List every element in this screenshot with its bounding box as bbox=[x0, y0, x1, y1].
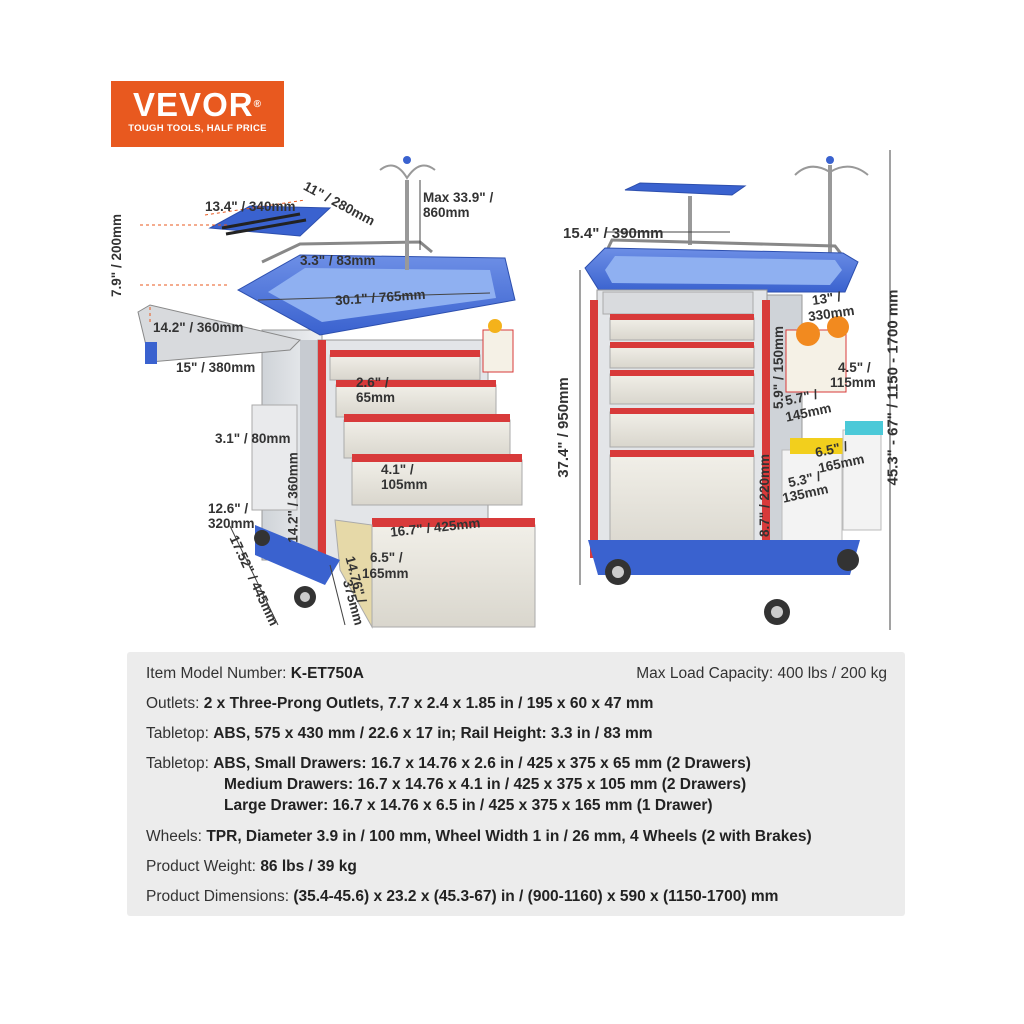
dim-shelf-width: 15" / 380mm bbox=[176, 360, 256, 375]
dim-bin-top: 3.1" / 80mm bbox=[215, 431, 291, 446]
spec-load: Max Load Capacity: 400 lbs / 200 kg bbox=[636, 665, 887, 682]
dim-medium-drawer-mm: 105mm bbox=[381, 477, 428, 492]
dim-right-tray: 15.4" / 390mm bbox=[563, 225, 664, 242]
dim-bin-width: 12.6" / bbox=[208, 501, 249, 516]
dim-small-drawer-mm: 65mm bbox=[356, 390, 396, 405]
left-dimension-lines bbox=[140, 180, 491, 626]
specs-panel: Item Model Number: K-ET750A Max Load Cap… bbox=[127, 652, 905, 916]
spec-outlets: Outlets: 2 x Three-Prong Outlets, 7.7 x … bbox=[146, 695, 654, 712]
dim-basket-height: 4.5" / bbox=[838, 360, 871, 375]
dim-large-drawer: 6.5" / bbox=[370, 550, 403, 565]
dim-tray-width: 13.4" / 340mm bbox=[205, 199, 296, 214]
dim-small-drawer: 2.6" / bbox=[356, 375, 389, 390]
product-illustration bbox=[137, 150, 891, 630]
dim-bin-width-mm: 320mm bbox=[208, 516, 255, 531]
spec-drawers-large: Large Drawer: 16.7 x 14.76 x 6.5 in / 42… bbox=[224, 797, 713, 814]
spec-model-value: K-ET750A bbox=[290, 665, 364, 682]
dim-rail-height: 3.3" / 83mm bbox=[300, 253, 376, 268]
vevor-logo: VEVOR® TOUGH TOOLS, HALF PRICE bbox=[111, 81, 284, 147]
dim-shelf-depth: 14.2" / 360mm bbox=[153, 320, 244, 335]
spec-weight: Product Weight: 86 lbs / 39 kg bbox=[146, 858, 357, 875]
dim-total-height: 45.3" - 67" / 1150 - 1700 mm bbox=[884, 289, 902, 486]
dim-medium-drawer: 4.1" / bbox=[381, 462, 414, 477]
dim-pole-max-mm: 860mm bbox=[423, 205, 470, 220]
spec-dimensions: Product Dimensions: (35.4-45.6) x 23.2 x… bbox=[146, 888, 779, 905]
dim-bin-gap: 8.7" / 220mm bbox=[756, 454, 772, 537]
logo-tagline: TOUGH TOOLS, HALF PRICE bbox=[128, 123, 267, 134]
dim-large-drawer-mm: 165mm bbox=[362, 566, 409, 581]
spec-drawers: Tabletop: ABS, Small Drawers: 16.7 x 14.… bbox=[146, 755, 751, 772]
left-cart bbox=[137, 156, 536, 629]
logo-reg: ® bbox=[253, 99, 262, 110]
spec-wheels: Wheels: TPR, Diameter 3.9 in / 100 mm, W… bbox=[146, 828, 812, 845]
dim-body-height: 37.4" / 950mm bbox=[554, 377, 572, 478]
spec-drawers-medium: Medium Drawers: 16.7 x 14.76 x 4.1 in / … bbox=[224, 776, 747, 793]
dim-pole-max: Max 33.9" / bbox=[423, 190, 494, 205]
spec-model: Item Model Number: K-ET750A bbox=[146, 665, 364, 682]
right-dimension-lines bbox=[579, 150, 891, 630]
logo-brand: VEVOR bbox=[133, 86, 254, 123]
dim-basket-height-mm: 115mm bbox=[830, 375, 876, 390]
dim-bin-height: 14.2" / 360mm bbox=[285, 452, 301, 543]
spec-tabletop: Tabletop: ABS, 575 x 430 mm / 22.6 x 17 … bbox=[146, 725, 653, 742]
spec-load-value: 400 lbs / 200 kg bbox=[777, 665, 887, 682]
dim-tray-height: 7.9" / 200mm bbox=[108, 214, 124, 297]
right-cart bbox=[584, 156, 883, 625]
